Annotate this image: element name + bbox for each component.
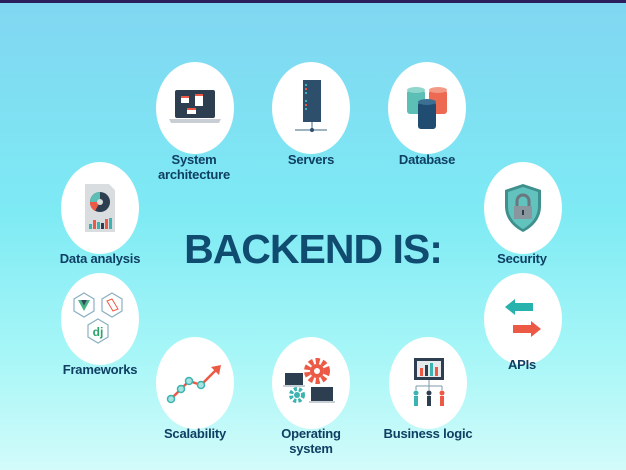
shield-lock-icon: [505, 184, 541, 232]
server-rack-icon: [295, 80, 327, 132]
svg-text:dj: dj: [93, 325, 104, 339]
label-line-1: Operating: [281, 426, 341, 441]
label-line-2: system: [289, 441, 333, 456]
scalability-label: Scalability: [163, 426, 227, 441]
database-label: Database: [398, 152, 456, 167]
apis-circle: [484, 273, 562, 365]
servers-label: Servers: [287, 152, 335, 167]
data-analysis-circle: [61, 162, 139, 254]
business-logic-label: Business logic: [383, 426, 473, 441]
data-analysis-label: Data analysis: [59, 251, 141, 266]
report-chart-icon: [85, 184, 115, 232]
growth-chart-icon: [166, 365, 221, 404]
operating-system-circle: [272, 337, 350, 429]
security-circle: [484, 162, 562, 254]
database-icon: [407, 87, 447, 129]
apis-label: APIs: [507, 357, 537, 372]
top-border: [0, 0, 626, 3]
frameworks-circle: dj: [61, 273, 139, 365]
security-label: Security: [497, 251, 547, 266]
scalability-circle: [156, 337, 234, 429]
label-line-1: System: [171, 152, 217, 167]
gears-computers-icon: [283, 358, 335, 403]
dashboard-people-icon: [413, 358, 445, 406]
servers-circle: [272, 62, 350, 154]
business-logic-circle: [389, 337, 467, 429]
operating-system-label: Operating system: [241, 426, 381, 456]
framework-logos-icon: dj: [73, 292, 123, 344]
system-architecture-label: System architecture: [124, 152, 264, 182]
frameworks-label: Frameworks: [62, 362, 138, 377]
page-title: BACKEND IS:: [184, 226, 443, 272]
laptop-diagram-icon: [169, 90, 221, 123]
exchange-arrows-icon: [505, 299, 541, 337]
system-architecture-circle: [156, 62, 234, 154]
label-line-2: architecture: [157, 167, 231, 182]
database-circle: [388, 62, 466, 154]
